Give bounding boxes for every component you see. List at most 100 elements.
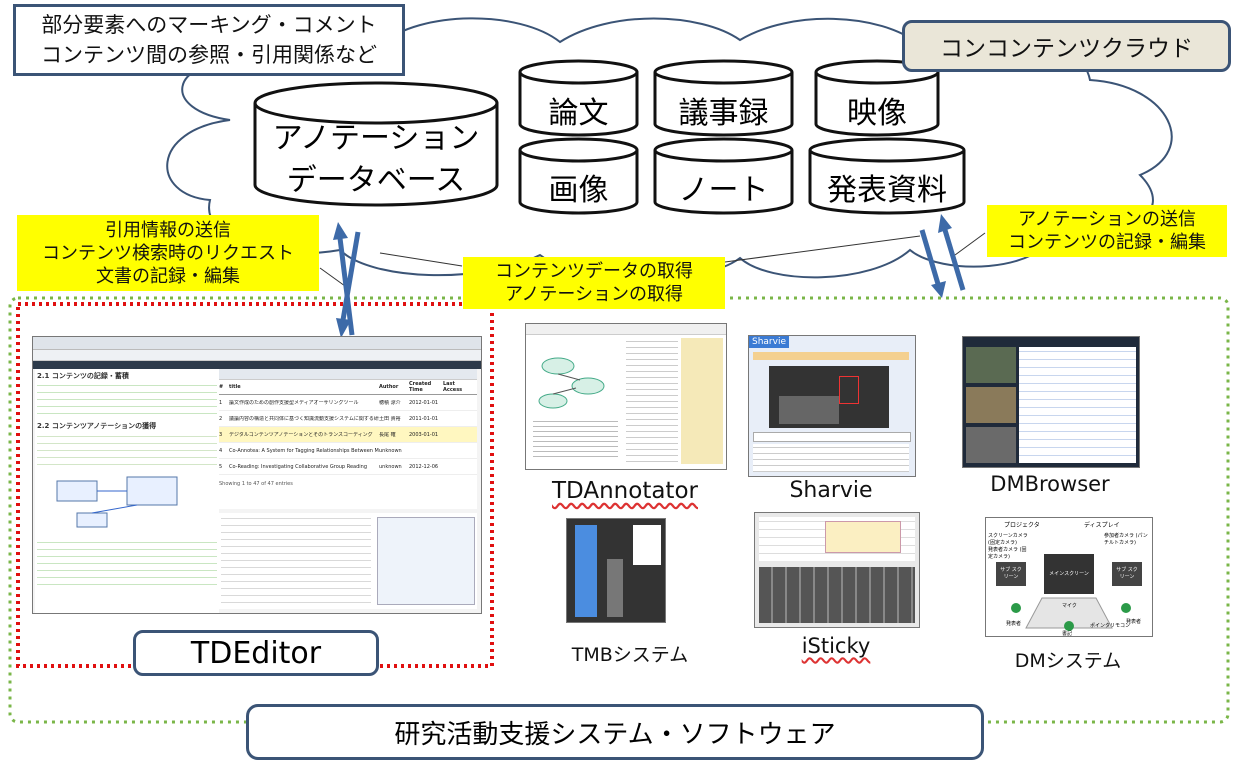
center-yellow-line1: コンテンツデータの取得 xyxy=(495,260,693,283)
annotation-callout-line2: コンテンツ間の参照・引用関係など xyxy=(41,40,377,70)
doc-figure xyxy=(37,467,207,537)
sharvie-toolbar xyxy=(753,352,909,360)
browser-addressbar xyxy=(33,350,481,361)
tdannotator-graph xyxy=(528,336,628,466)
content-item-note: ノート xyxy=(655,165,792,209)
sharvie-comments xyxy=(753,444,909,472)
cloud-label: コンコンテンツクラウド xyxy=(902,20,1231,72)
left-yellow-line2: コンテンツ検索時のリクエスト xyxy=(42,242,294,265)
tdannotator-titlebar xyxy=(526,324,726,335)
dm-person-2 xyxy=(1121,603,1131,613)
right-yellow-line1: アノテーションの送信 xyxy=(1018,208,1196,231)
left-yellow-line1: 引用情報の送信 xyxy=(105,219,231,242)
table-cell: 2 xyxy=(219,416,229,422)
sharvie-screenshot: Sharvie xyxy=(748,335,916,477)
connector-left xyxy=(320,268,345,286)
doc-text-block-2 xyxy=(37,433,217,467)
tmb-person xyxy=(607,559,623,617)
content-item-image: 画像 xyxy=(520,165,637,209)
isticky-keyboard xyxy=(759,567,915,623)
content-table-header: # title Author Created Time Last Access xyxy=(219,380,477,395)
caption-tmb: TMBシステム xyxy=(555,640,705,667)
content-item-paper: 論文 xyxy=(520,88,637,132)
caption-isticky: iSticky xyxy=(754,634,918,658)
tdannotator-screenshot xyxy=(525,323,727,470)
table-cell: 2012-01-01 xyxy=(409,400,443,406)
dm-label-presenter-camera: 発表者カメラ (固定カメラ) xyxy=(988,546,1028,560)
table-cell: 土田 貴裕 xyxy=(379,416,409,422)
table-cell: 3 xyxy=(219,432,229,438)
right-yellow-callout: アノテーションの送信 コンテンツの記録・編集 xyxy=(987,205,1227,257)
isticky-screenshot xyxy=(754,512,920,628)
dm-label-projector: プロジェクタ xyxy=(1004,520,1040,529)
content-list-pane: # title Author Created Time Last Access … xyxy=(219,369,477,509)
sharvie-marker xyxy=(839,376,859,404)
sharvie-video xyxy=(769,366,889,428)
table-cell: 1 xyxy=(219,400,229,406)
dm-label-display: ディスプレイ xyxy=(1084,520,1120,529)
dm-label-mic: マイク xyxy=(1062,602,1077,609)
table-cell: 2011-01-01 xyxy=(409,416,443,422)
tdannotator-text xyxy=(626,338,678,464)
sharvie-timeline xyxy=(753,432,911,442)
col-author: Author xyxy=(379,384,409,390)
dm-label-scribe: 書記 xyxy=(1062,630,1072,637)
database-label: アノテーション データベース xyxy=(255,118,497,202)
dmbrowser-screenshot xyxy=(962,336,1140,468)
preview-text xyxy=(221,515,371,605)
dm-label-sub-screen-right: サブ スクリーン xyxy=(1114,566,1140,580)
isticky-note xyxy=(825,521,901,553)
dm-label-participant-camera: 参加者カメラ (パンチルトカメラ) xyxy=(1104,532,1150,546)
caption-dmbrowser: DMBrowser xyxy=(962,472,1138,496)
dm-label-presenter-left: 発表者 xyxy=(1006,620,1021,627)
research-support-label: 研究活動支援システム・ソフトウェア xyxy=(246,704,984,760)
table-cell: 2012-12-06 xyxy=(409,464,443,470)
browser-tabbar xyxy=(33,337,481,350)
table-cell: 穂積 涼介 xyxy=(379,400,409,406)
sharvie-logo: Sharvie xyxy=(749,336,789,348)
content-item-video: 映像 xyxy=(816,88,938,132)
caption-tdannotator: TDAnnotator xyxy=(525,478,725,504)
dm-system-diagram: プロジェクタ ディスプレイ スクリーンカメラ (固定カメラ) 発表者カメラ (固… xyxy=(985,517,1153,637)
col-last-access: Last Access xyxy=(443,381,473,393)
dm-label-screen-camera: スクリーンカメラ (固定カメラ) xyxy=(988,532,1028,546)
content-table-footer: Showing 1 to 47 of 47 entries xyxy=(219,481,477,487)
col-created: Created Time xyxy=(409,381,443,393)
left-yellow-line3: 文書の記録・編集 xyxy=(96,265,240,288)
table-cell: 5 xyxy=(219,464,229,470)
caption-sharvie: Sharvie xyxy=(748,478,914,503)
center-yellow-callout: コンテンツデータの取得 アノテーションの取得 xyxy=(463,257,725,309)
table-cell: Co-Reading: Investigating Collaborative … xyxy=(229,464,379,470)
content-item-minutes: 議事録 xyxy=(655,88,792,132)
content-item-presentation: 発表資料 xyxy=(810,165,964,209)
document-pane: 2.1 コンテンツの記録・蓄積 2.2 コンテンツアノテーションの獲得 xyxy=(35,369,219,613)
doc-text-block-1 xyxy=(37,382,217,420)
preview-figure xyxy=(377,517,475,605)
doc-heading-1: 2.1 コンテンツの記録・蓄積 xyxy=(37,373,217,380)
tmb-screen-thumb xyxy=(633,525,661,565)
annotation-callout: 部分要素へのマーキング・コメント コンテンツ間の参照・引用関係など xyxy=(13,4,405,76)
database-label-line2: データベース xyxy=(255,160,497,202)
col-num: # xyxy=(219,384,229,390)
dm-label-pointer: ポインタリモコン xyxy=(1090,622,1130,629)
dmbrowser-video-2 xyxy=(966,387,1016,423)
table-cell: 2003-01-01 xyxy=(409,432,443,438)
center-yellow-line2: アノテーションの取得 xyxy=(505,283,683,306)
tdeditor-label: TDEditor xyxy=(133,630,379,676)
table-cell: 長尾 確 xyxy=(379,432,409,438)
tmb-screenshot xyxy=(566,518,666,623)
tdeditor-screenshot: 2.1 コンテンツの記録・蓄積 2.2 コンテンツアノテーションの獲得 # ti… xyxy=(32,336,482,614)
col-title: title xyxy=(229,384,379,390)
tdannotator-notes xyxy=(681,338,723,464)
app-menubar xyxy=(33,361,481,369)
doc-text-block-3 xyxy=(37,539,217,589)
table-cell: 議論内容の構造と共同体に基づく知識流動支援システムに関する研究 xyxy=(229,416,379,422)
content-filter-bar xyxy=(219,369,477,380)
sharvie-floor xyxy=(779,396,839,424)
database-label-line1: アノテーション xyxy=(255,118,497,160)
